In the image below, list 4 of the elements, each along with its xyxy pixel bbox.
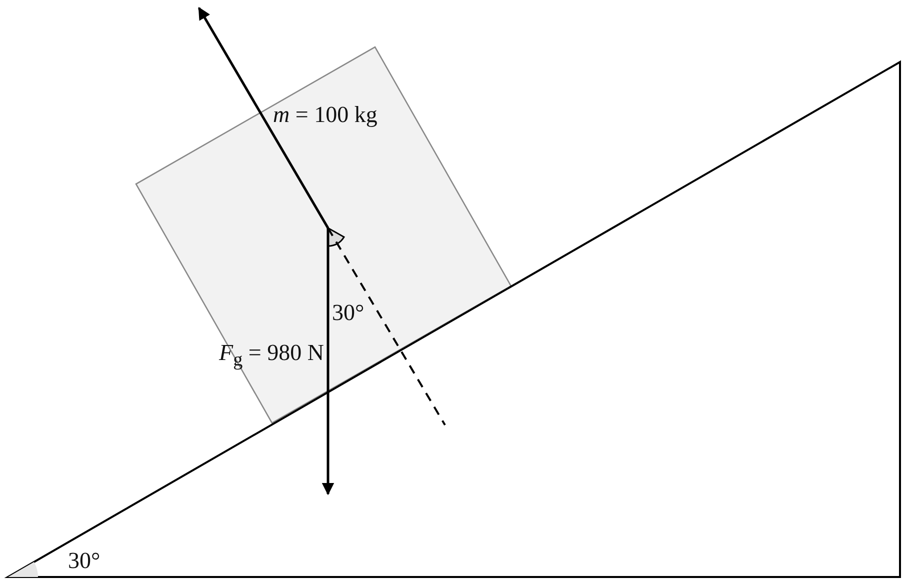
angle-label: 30° — [68, 549, 100, 572]
force-label: F$_{g}$ = 980 N — [219, 341, 324, 370]
angle-label: 30° — [332, 301, 364, 324]
mass-label: m = 100 kg — [273, 103, 378, 126]
